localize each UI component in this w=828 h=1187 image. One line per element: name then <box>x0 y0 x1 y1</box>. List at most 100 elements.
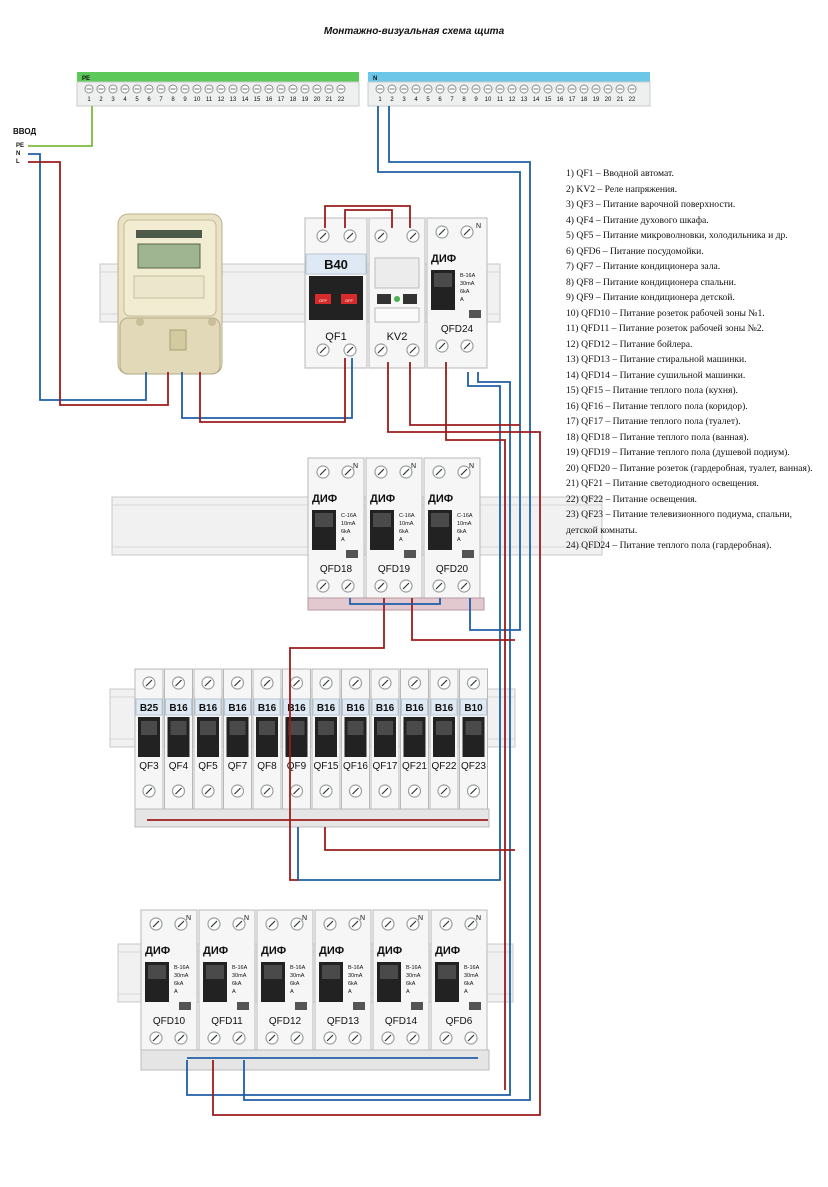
rcbo-spec: 6kA <box>232 981 242 987</box>
screw-slot-icon <box>263 787 271 795</box>
rating-plate <box>342 698 369 716</box>
relay-button-icon <box>403 294 417 304</box>
screw-slot-icon <box>381 787 389 795</box>
rcbo-type: ДИФ <box>261 945 286 957</box>
rcbo-type: ДИФ <box>370 493 395 505</box>
legend-item: 24) QFD24 – Питание теплого пола (гардер… <box>566 540 772 551</box>
n-input-wire <box>28 153 147 401</box>
rcbo-spec: 6kA <box>399 529 409 535</box>
breaker-rating: B16 <box>169 703 188 714</box>
rcbo-spec: 6kA <box>348 981 358 987</box>
bus-terminal-number: 2 <box>99 97 103 103</box>
wires <box>28 106 541 1116</box>
screw-slot-icon <box>210 920 218 928</box>
rcbo-spec: B-16A <box>174 965 190 971</box>
breaker-name: QF9 <box>287 761 307 772</box>
rating-plate <box>430 698 458 716</box>
screw-slot-icon <box>319 582 327 590</box>
breaker-name: QF16 <box>343 761 368 772</box>
bus-terminal-number: 7 <box>159 97 163 103</box>
screw-slot-icon <box>293 679 300 687</box>
toggle-lever-icon <box>322 965 340 979</box>
phase-wire <box>212 362 541 1116</box>
rcbo-type: ДИФ <box>319 945 344 957</box>
rcbo-type: ДИФ <box>435 945 460 957</box>
bus-terminal-number: 13 <box>230 97 237 103</box>
rcbo-spec: B-16A <box>348 965 364 971</box>
rcbo-spec: A <box>460 297 464 303</box>
screw-slot-icon <box>402 582 410 590</box>
screw-slot-icon <box>409 1034 417 1042</box>
phase-wire <box>409 362 520 426</box>
rating-plate <box>253 698 281 716</box>
rcbo-spec: 30mA <box>464 973 479 979</box>
breaker-rating: B16 <box>376 703 395 714</box>
rcbo-spec: 10mA <box>341 521 356 527</box>
screw-slot-icon <box>234 679 241 687</box>
test-button-icon <box>295 1002 307 1010</box>
screw-slot-icon <box>234 787 241 795</box>
led-icon <box>394 296 400 302</box>
rcbo-name: QFD20 <box>436 564 469 575</box>
screw-slot-icon <box>377 232 385 240</box>
screw-slot-icon <box>346 232 354 240</box>
neutral-mark: N <box>418 915 423 922</box>
rcbo-spec: A <box>464 989 468 995</box>
screw-slot-icon <box>467 1034 475 1042</box>
neutral-mark: N <box>302 915 307 922</box>
screw-slot-icon <box>351 920 359 928</box>
input-pe-label: PE <box>16 143 25 149</box>
screw-slot-icon <box>463 228 471 236</box>
rcbo-spec: 6kA <box>174 981 184 987</box>
screw-slot-icon <box>293 787 300 795</box>
bus-terminal-number: 6 <box>438 97 442 103</box>
bus-terminal-number: 15 <box>254 97 261 103</box>
bus-terminal-number: 11 <box>497 97 504 103</box>
toggle-lever-icon <box>318 721 334 735</box>
bus-terminal-number: 1 <box>378 97 382 103</box>
bus-terminal-number: 13 <box>521 97 528 103</box>
legend-item: 11) QFD11 – Питание розеток рабочей зоны… <box>566 323 764 334</box>
neutral-mark: N <box>360 915 365 922</box>
qfd-n-wire <box>186 372 511 1096</box>
toggle-lever-icon <box>170 721 187 735</box>
phase-wire <box>289 598 385 881</box>
rcbo-type: ДИФ <box>145 945 170 957</box>
rcbo-spec: B-16A <box>290 965 306 971</box>
phase-wire <box>324 827 515 851</box>
screw-slot-icon <box>377 582 385 590</box>
screw-slot-icon <box>177 920 185 928</box>
screw-slot-icon <box>268 920 276 928</box>
rcbo-spec: 6kA <box>406 981 416 987</box>
legend-item: 22) QF22 – Питание освещения. <box>566 493 697 505</box>
breaker-name: QF15 <box>313 761 338 772</box>
bus-terminal-number: 11 <box>206 97 213 103</box>
qf1-kv2-jumper <box>344 209 393 228</box>
legend-item: 15) QF15 – Питание теплого пола (кухня). <box>566 385 738 396</box>
neutral-mark: N <box>411 463 416 470</box>
legend-item: 9) QF9 – Питание кондиционера детской. <box>566 292 735 303</box>
row3-breakers: B25QF3B16QF4B16QF5B16QF7B16QF8B16QF9B16Q… <box>134 668 490 828</box>
legend-list: 1) QF1 – Вводной автомат. 2) KV2 – Реле … <box>566 166 818 554</box>
breaker-rating: B16 <box>346 703 365 714</box>
test-button-icon <box>462 550 474 558</box>
toggle-lever-icon <box>206 965 224 979</box>
legend-item: 20) QFD20 – Питание розеток (гардеробная… <box>566 462 813 474</box>
n-bus-tag: N <box>373 76 377 82</box>
kv2-name: KV2 <box>387 331 408 343</box>
rcbo-spec: B-16A <box>406 965 422 971</box>
screw-slot-icon <box>175 679 182 687</box>
bus-terminal-number: 19 <box>302 97 309 103</box>
screw-slot-icon <box>319 346 327 354</box>
off-indicator-icon <box>315 294 331 304</box>
screw-slot-icon <box>381 679 389 687</box>
bus-terminal-number: 4 <box>414 97 418 103</box>
bus-terminal-number: 4 <box>123 97 127 103</box>
rcbo-name: QFD6 <box>446 1016 473 1027</box>
test-button-icon <box>237 1002 249 1010</box>
legend-item: 6) QFD6 – Питание посудомойки. <box>566 245 704 257</box>
